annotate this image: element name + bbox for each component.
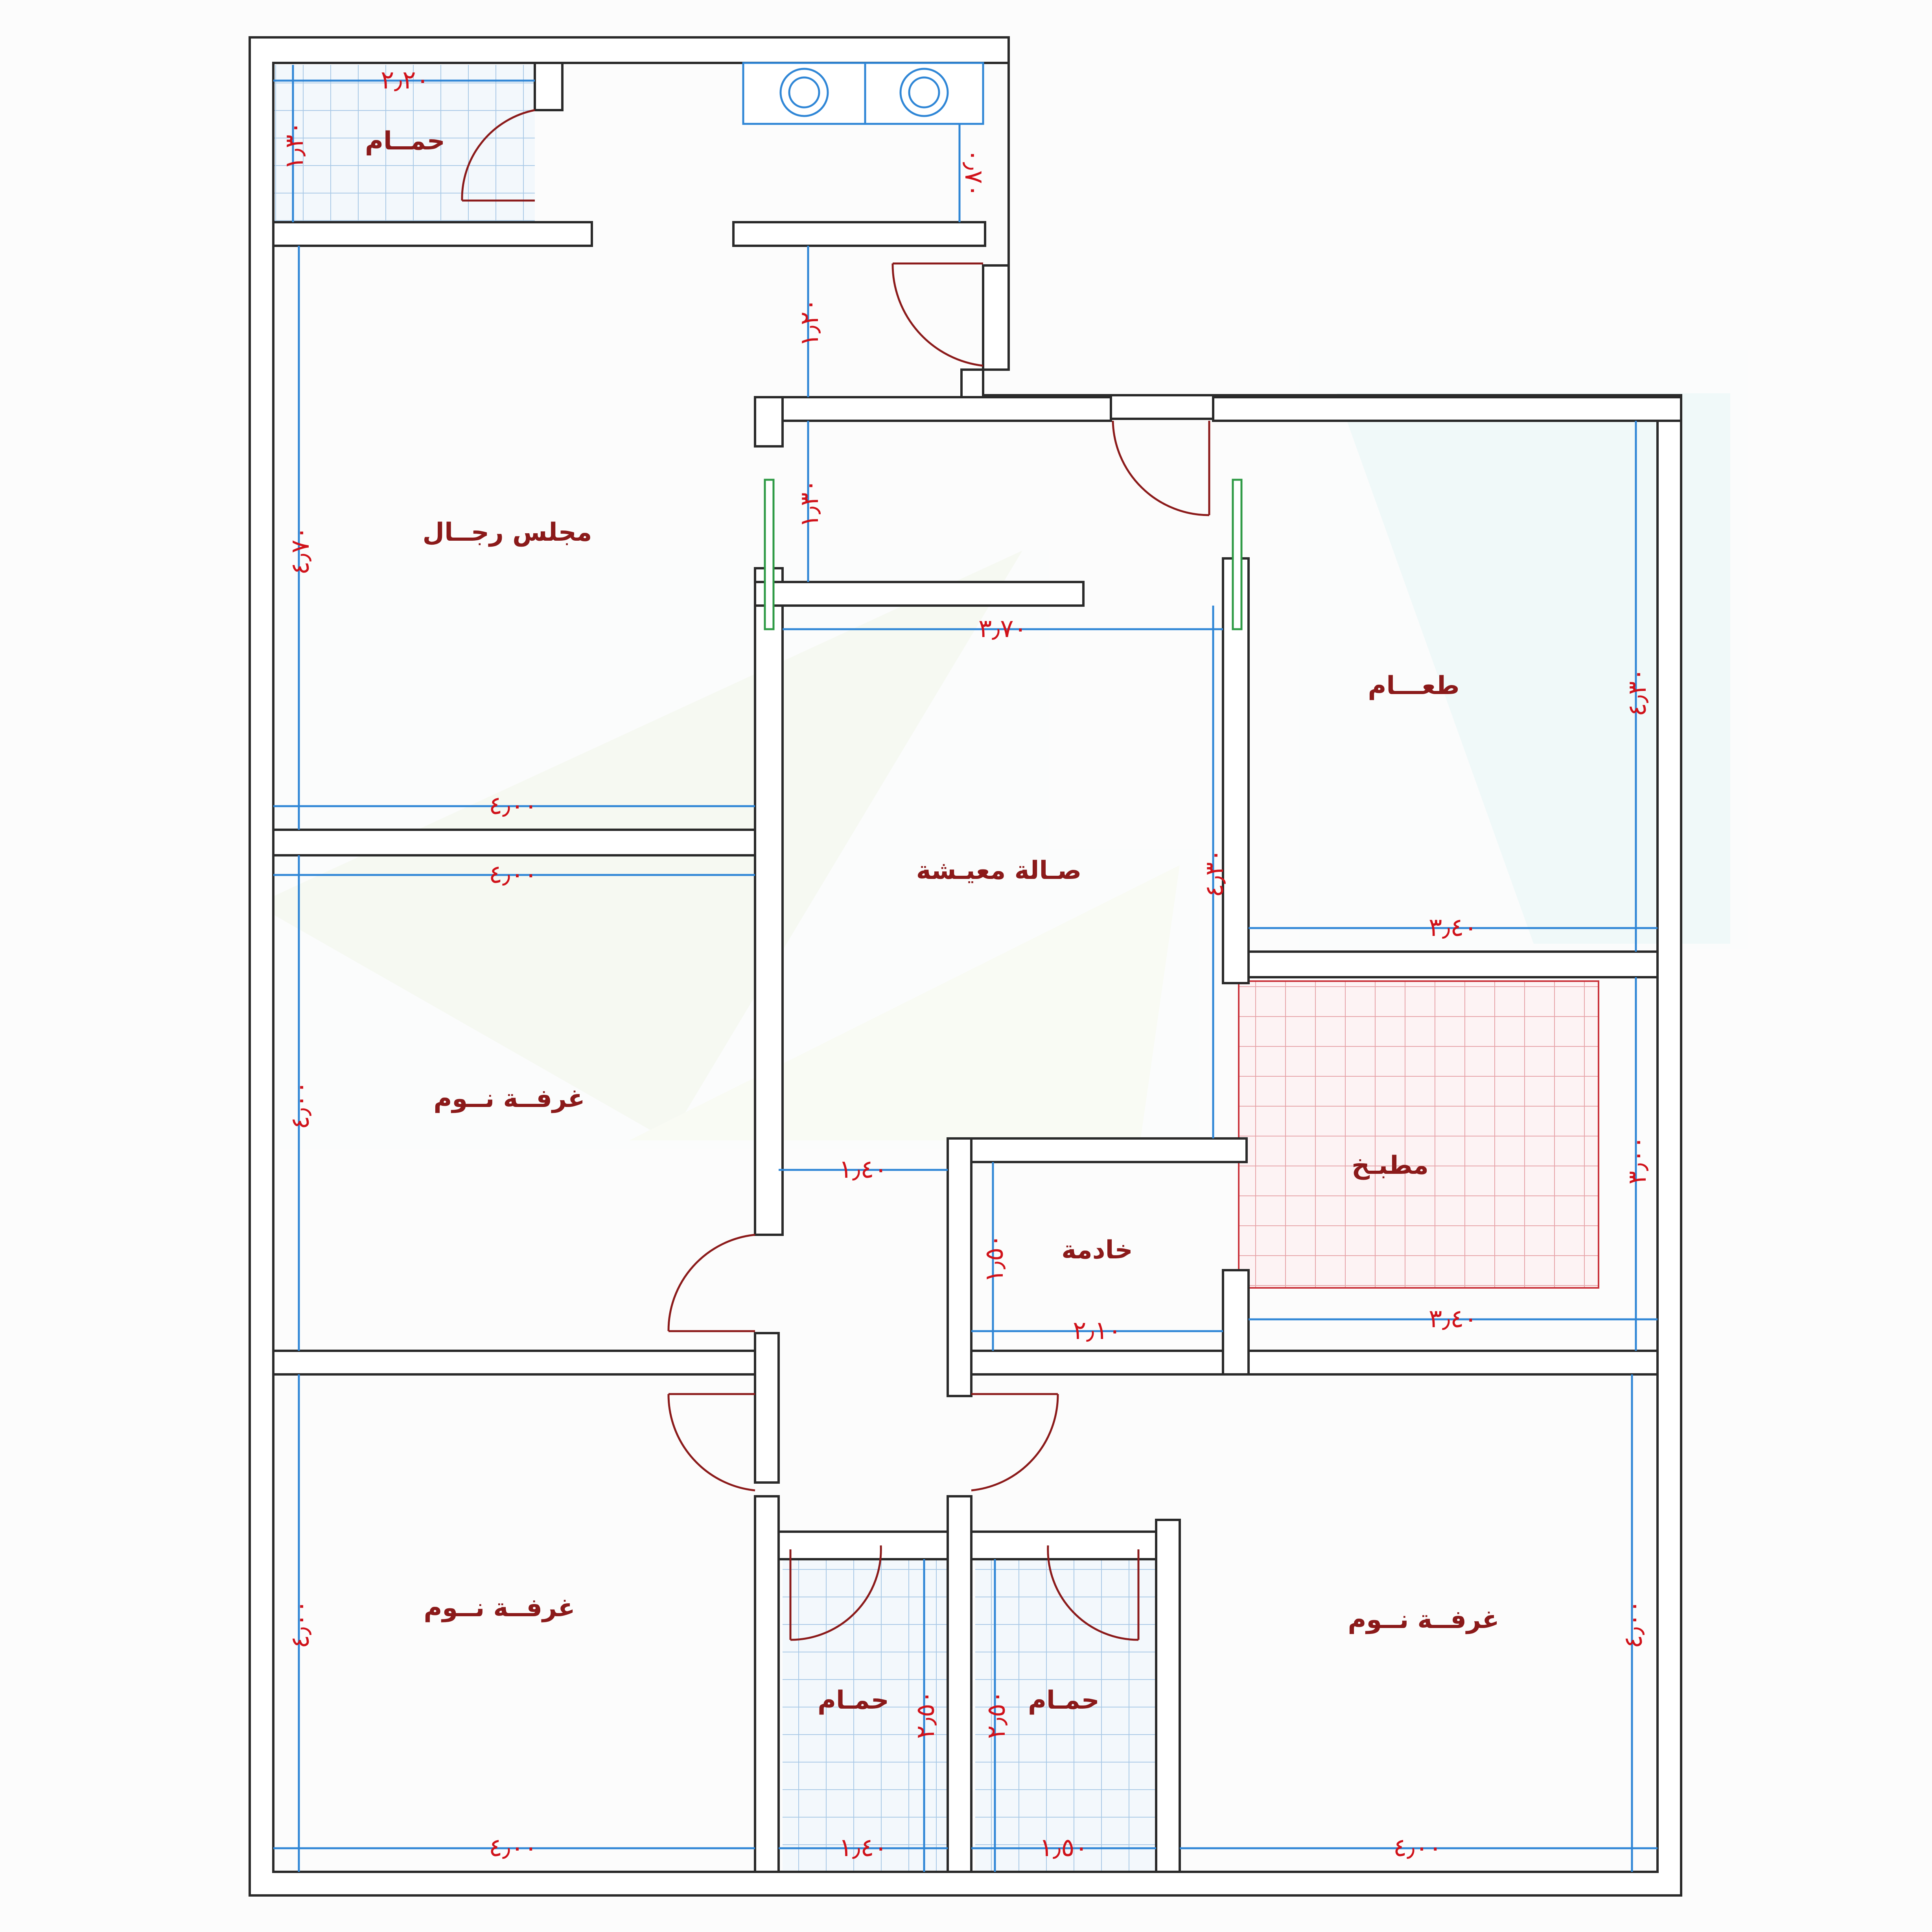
dim-bath-top-h: ١٫٣٠ [280, 121, 309, 170]
dim-bed-br-h: ٤٫٠٠ [1619, 1600, 1648, 1648]
wall-majlis-right [754, 567, 784, 1236]
kitchen-tiles [1239, 981, 1599, 1288]
door-bedroom-bottom-right [971, 1393, 1059, 1492]
door-bath-top [461, 109, 535, 202]
dim-kitchen-w: ٣٫٤٠ [1429, 1304, 1477, 1333]
wall-bed-mid-bottom [272, 1350, 756, 1376]
wall-dining-bottom [1247, 950, 1659, 978]
dim-corridor-h: ١٫٢٠ [795, 298, 824, 347]
dim-maid-h: ١٫٥٠ [980, 1234, 1009, 1283]
dim-hall-w: ٣٫٧٠ [978, 614, 1027, 643]
room-label-bath-bottom-left: حمـام [818, 1686, 889, 1715]
room-label-bedroom-mid: غرفــة نــوم [433, 1084, 585, 1113]
wall-entry-top [754, 396, 1112, 422]
dim-dining-w: ٣٫٤٠ [1429, 913, 1477, 942]
walls [249, 36, 1682, 1897]
wall-bath-top-side [534, 62, 564, 111]
door-entry-dining [1112, 420, 1210, 516]
door-bedroom-mid [667, 1234, 755, 1332]
dim-bed-mid-w: ٤٫٠٠ [489, 860, 538, 889]
wall-dining-top [1212, 396, 1682, 422]
dim-bath-top-w: ٢٫٢٠ [381, 66, 429, 95]
window-hall-right [1232, 479, 1243, 630]
dim-laundry-h: ٠٫٧٠ [959, 149, 988, 197]
doors [461, 109, 1210, 1641]
wall-baths-top [777, 1530, 1173, 1560]
room-label-bath-top: حمــام [365, 127, 445, 156]
laundry-counter [742, 62, 984, 125]
room-label-bedroom-bottom-left: غرفــة نــوم [424, 1593, 575, 1623]
kitchen-tile-border [1238, 980, 1599, 1289]
dim-bed-br-w: ٤٫٠٠ [1393, 1833, 1442, 1862]
dim-bath-br-h: ٢٫٥٠ [982, 1690, 1011, 1739]
door-bath-bottom-right [1047, 1545, 1140, 1641]
door-entrance [891, 262, 983, 367]
wall-majlis-bottom [272, 829, 756, 856]
dim-bed-bl-w: ٤٫٠٠ [489, 1833, 538, 1862]
wall-bath-right-side [1155, 1519, 1181, 1873]
dim-bed-bl-h: ٤٫٠٠ [286, 1600, 315, 1648]
wall-bath-top-bottom [272, 221, 593, 247]
wall-laundry-bottom [732, 221, 986, 247]
room-label-bath-bottom-right: حمـام [1028, 1686, 1100, 1715]
dim-dining-h: ٤٫٣٠ [1623, 668, 1652, 716]
room-label-kitchen: مطبـخ [1352, 1151, 1429, 1180]
dim-bath-bl-w: ١٫٤٠ [839, 1833, 888, 1862]
dim-passage-w: ١٫٤٠ [839, 1155, 888, 1184]
dim-hall-h: ٤٫٣٠ [1200, 849, 1229, 897]
dim-bath-bl-h: ٢٫٥٠ [911, 1690, 940, 1739]
dim-kitchen-h: ٣٫٠٠ [1623, 1136, 1652, 1184]
wall-maid-right [1222, 1269, 1250, 1376]
wall-bath-left-side [754, 1495, 780, 1873]
room-labels: حمــام مجلس رجــال طعـــام صـالة معيـشة … [365, 127, 1499, 1715]
washing-machines [742, 62, 984, 125]
dimension-lines [273, 65, 1658, 1872]
room-label-men-majlis: مجلس رجــال [423, 518, 592, 547]
dim-bath-br-w: ١٫٥٠ [1039, 1833, 1088, 1862]
wall-entry-bottom [754, 581, 1085, 607]
door-bath-bottom-left [789, 1545, 882, 1641]
bath-bottom-right-tiles [975, 1559, 1156, 1882]
wall-maid-bottom [970, 1350, 1248, 1376]
dim-majlis-w: ٤٫٠٠ [489, 791, 538, 820]
wall-kitchen-bottom [1247, 1350, 1659, 1376]
dim-majlis-h: ٤٫٧٠ [286, 526, 315, 575]
door-bedroom-bottom-left [667, 1393, 755, 1492]
room-label-living-hall: صـالة معيـشة [916, 856, 1082, 885]
room-label-bedroom-bottom-right: غرفــة نــوم [1348, 1605, 1499, 1634]
window-hall-left [764, 479, 775, 630]
wall-entry-left-stub [754, 396, 784, 448]
dimension-labels: ٢٫٢٠ ١٫٣٠ ٠٫٧٠ ١٫٢٠ ١٫٣٠ ٤٫٧٠ ٤٫٠٠ ٣٫٧٠ … [280, 66, 1652, 1862]
bath-bottom-left-tiles [783, 1559, 948, 1882]
room-label-maid: خادمة [1061, 1236, 1133, 1265]
dryer-icon [899, 68, 949, 117]
dim-maid-w: ٢٫١٠ [1073, 1316, 1122, 1345]
room-label-dining: طعـــام [1368, 671, 1460, 700]
dim-entry-h: ١٫٣٠ [795, 479, 824, 528]
washer-icon [779, 68, 829, 117]
wall-maid-left [947, 1137, 972, 1397]
wall-baths-middle [947, 1495, 972, 1873]
dim-bed-mid-h: ٤٫٠٠ [286, 1081, 315, 1129]
bath-top-tiles [273, 65, 535, 222]
wall-maid-top [947, 1137, 1248, 1163]
windows [764, 479, 1243, 630]
wall-bed-left-right [754, 1332, 780, 1484]
